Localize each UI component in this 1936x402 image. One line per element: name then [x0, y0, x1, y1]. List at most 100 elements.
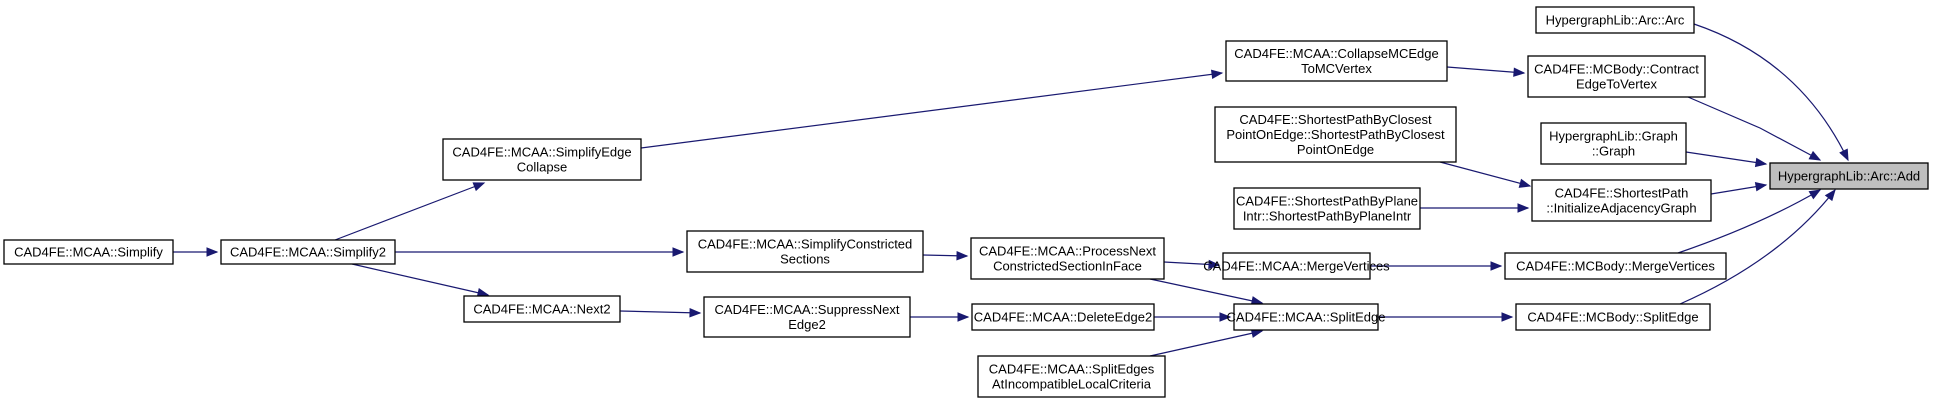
edge-arrowhead	[472, 182, 486, 192]
edge-graph-to-add	[1685, 151, 1768, 168]
node-add[interactable]: HypergraphLib::Arc::Add	[1769, 162, 1929, 190]
node-box[interactable]	[1233, 187, 1421, 230]
node-box[interactable]	[971, 303, 1155, 331]
node-spplane[interactable]: CAD4FE::ShortestPathByPlaneIntr::Shortes…	[1233, 187, 1421, 230]
edge-arrowhead	[1210, 69, 1224, 80]
edge-line	[1677, 189, 1821, 254]
node-label: CAD4FE::MCBody::MergeVertices	[1516, 259, 1715, 274]
node-label: CAD4FE::MCBody::SplitEdge	[1527, 310, 1698, 325]
node-box[interactable]	[1535, 6, 1695, 34]
node-box[interactable]	[1515, 303, 1711, 331]
node-box[interactable]	[1527, 55, 1706, 98]
node-label: CAD4FE::MCAA::SimplifyConstricted	[698, 237, 913, 252]
node-label: CAD4FE::MCAA::MergeVertices	[1203, 259, 1390, 274]
node-box[interactable]	[1504, 252, 1727, 280]
edge-arrowhead	[206, 247, 219, 257]
edge-mcbmerge-to-add	[1677, 189, 1822, 254]
edge-simplify-to-simplify2	[173, 247, 219, 257]
edge-simplify2-to-simpedge	[334, 182, 486, 241]
node-next2[interactable]: CAD4FE::MCAA::Next2	[463, 295, 621, 323]
edge-arrowhead	[1839, 148, 1849, 162]
edge-mcbsplit-to-add	[1679, 188, 1836, 305]
edge-process-to-mcamerge	[1163, 259, 1221, 270]
node-label: CAD4FE::MCAA::ProcessNext	[979, 244, 1156, 259]
edge-process-to-mcasplit	[1149, 278, 1264, 306]
edge-line	[334, 182, 485, 241]
node-label: CAD4FE::MCAA::Simplify	[14, 245, 163, 260]
edge-spplane-to-initadj	[1420, 203, 1530, 213]
node-simpconst[interactable]: CAD4FE::MCAA::SimplifyConstrictedSection…	[686, 230, 924, 273]
node-label: Intr::ShortestPathByPlaneIntr	[1243, 209, 1412, 224]
node-box[interactable]	[1540, 122, 1687, 165]
node-box[interactable]	[463, 295, 621, 323]
node-box[interactable]	[686, 230, 924, 273]
node-label: ConstrictedSectionInFace	[993, 259, 1142, 274]
edge-mcasplit-to-mcbsplit	[1378, 312, 1514, 322]
node-initadj[interactable]: CAD4FE::ShortestPath::InitializeAdjacenc…	[1531, 179, 1712, 222]
node-simplify2[interactable]: CAD4FE::MCAA::Simplify2	[220, 239, 396, 265]
node-box[interactable]	[1225, 40, 1448, 82]
node-box[interactable]	[1222, 252, 1371, 280]
edge-line	[640, 72, 1223, 149]
edge-collapse-to-contract	[1446, 66, 1526, 77]
node-box[interactable]	[220, 239, 396, 265]
node-arc[interactable]: HypergraphLib::Arc::Arc	[1535, 6, 1695, 34]
edge-arrowhead	[1501, 312, 1514, 322]
edge-line	[1693, 23, 1849, 161]
edge-arrowhead	[672, 247, 685, 257]
node-spclosest[interactable]: CAD4FE::ShortestPathByClosestPointOnEdge…	[1214, 106, 1457, 163]
node-label: ToMCVertex	[1301, 61, 1372, 76]
node-mcasplit[interactable]: CAD4FE::MCAA::SplitEdge	[1227, 303, 1386, 331]
node-label: CAD4FE::MCAA::SplitEdges	[989, 362, 1155, 377]
edge-line	[1687, 96, 1821, 161]
edge-suppress-to-delete	[910, 312, 970, 322]
node-box[interactable]	[1769, 162, 1929, 190]
edge-simpconst-to-process	[922, 251, 969, 261]
node-box[interactable]	[970, 237, 1165, 280]
node-box[interactable]	[1233, 303, 1379, 331]
node-label: CAD4FE::MCAA::SimplifyEdge	[452, 145, 631, 160]
edge-line	[1685, 151, 1767, 165]
edge-line	[351, 263, 489, 296]
node-mcbmerge[interactable]: CAD4FE::MCBody::MergeVertices	[1504, 252, 1727, 280]
edge-arc-to-add	[1693, 23, 1849, 162]
node-label: CAD4FE::MCAA::CollapseMCEdge	[1234, 46, 1438, 61]
node-splitedges[interactable]: CAD4FE::MCAA::SplitEdgesAtIncompatibleLo…	[977, 355, 1166, 398]
node-label: CAD4FE::MCAA::Simplify2	[230, 245, 386, 260]
node-label: Collapse	[517, 160, 568, 175]
node-label: CAD4FE::ShortestPathByPlane	[1236, 194, 1418, 209]
node-graph[interactable]: HypergraphLib::Graph::Graph	[1540, 122, 1687, 165]
node-label: CAD4FE::MCAA::SplitEdge	[1227, 310, 1386, 325]
edge-arrowhead	[1208, 259, 1221, 270]
node-box[interactable]	[442, 138, 642, 181]
edge-splitedges-to-mcasplit	[1149, 328, 1264, 357]
node-box[interactable]	[703, 296, 911, 338]
edges-layer	[173, 23, 1849, 357]
node-label: CAD4FE::ShortestPath	[1555, 186, 1689, 201]
edge-line	[1149, 330, 1263, 357]
node-label: CAD4FE::MCAA::Next2	[473, 302, 610, 317]
node-mcamerge[interactable]: CAD4FE::MCAA::MergeVertices	[1203, 252, 1390, 280]
node-process[interactable]: CAD4FE::MCAA::ProcessNextConstrictedSect…	[970, 237, 1165, 280]
nodes-layer: HypergraphLib::Arc::Add HypergraphLib::Ar…	[3, 6, 1929, 398]
edge-arrowhead	[1513, 67, 1526, 77]
node-label: CAD4FE::MCAA::SuppressNext	[715, 302, 900, 317]
edge-mcamerge-to-mcbmerge	[1370, 261, 1503, 271]
node-label: PointOnEdge	[1297, 142, 1374, 157]
node-box[interactable]	[1531, 179, 1712, 222]
node-label: CAD4FE::ShortestPathByClosest	[1239, 112, 1432, 127]
node-label: PointOnEdge::ShortestPathByClosest	[1226, 127, 1445, 142]
node-box[interactable]	[977, 355, 1166, 398]
node-box[interactable]	[3, 239, 174, 265]
node-box[interactable]	[1214, 106, 1457, 163]
node-simplify[interactable]: CAD4FE::MCAA::Simplify	[3, 239, 174, 265]
node-label: CAD4FE::MCAA::DeleteEdge2	[974, 310, 1152, 325]
node-mcbsplit[interactable]: CAD4FE::MCBody::SplitEdge	[1515, 303, 1711, 331]
node-delete[interactable]: CAD4FE::MCAA::DeleteEdge2	[971, 303, 1155, 331]
edge-arrowhead	[689, 308, 702, 318]
edge-arrowhead	[1219, 312, 1232, 322]
